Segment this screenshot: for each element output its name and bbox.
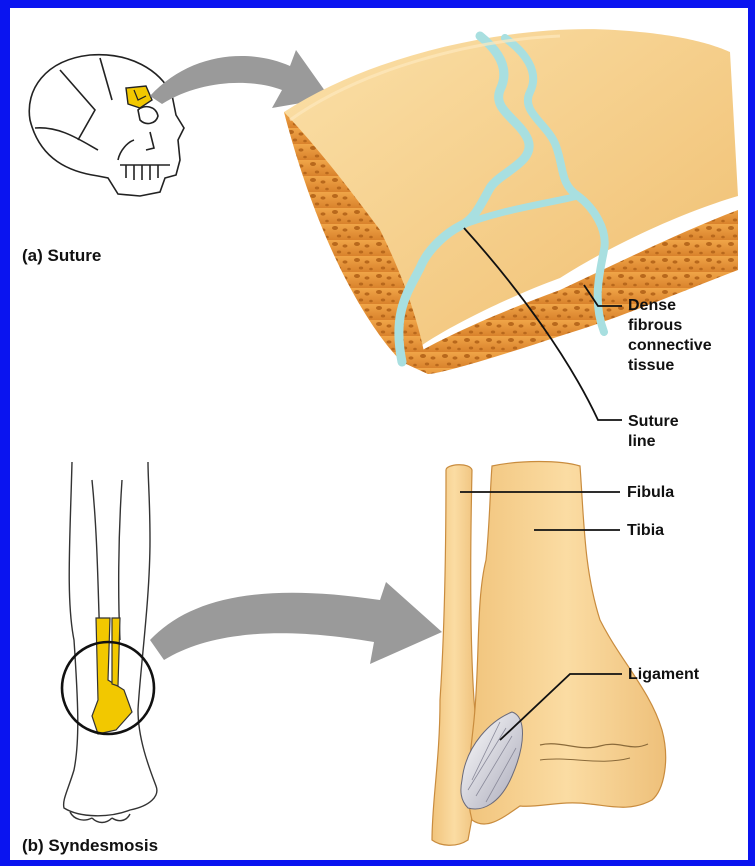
label-tibia: Tibia bbox=[627, 521, 664, 541]
label-ligament: Ligament bbox=[628, 665, 699, 685]
label-dense-fibrous-tissue: Dense fibrous connective tissue bbox=[628, 296, 712, 376]
zoom-arrow-b bbox=[150, 582, 442, 664]
zoom-arrow-a bbox=[150, 50, 330, 108]
tibia-fibula-bones bbox=[432, 462, 666, 846]
ankle-fibula-highlight bbox=[112, 618, 120, 686]
caption-syndesmosis: (b) Syndesmosis bbox=[22, 836, 158, 856]
label-fibula: Fibula bbox=[627, 483, 674, 503]
skull-illustration bbox=[29, 55, 184, 196]
caption-suture: (a) Suture bbox=[22, 246, 101, 266]
label-suture-line: Suture line bbox=[628, 412, 679, 452]
